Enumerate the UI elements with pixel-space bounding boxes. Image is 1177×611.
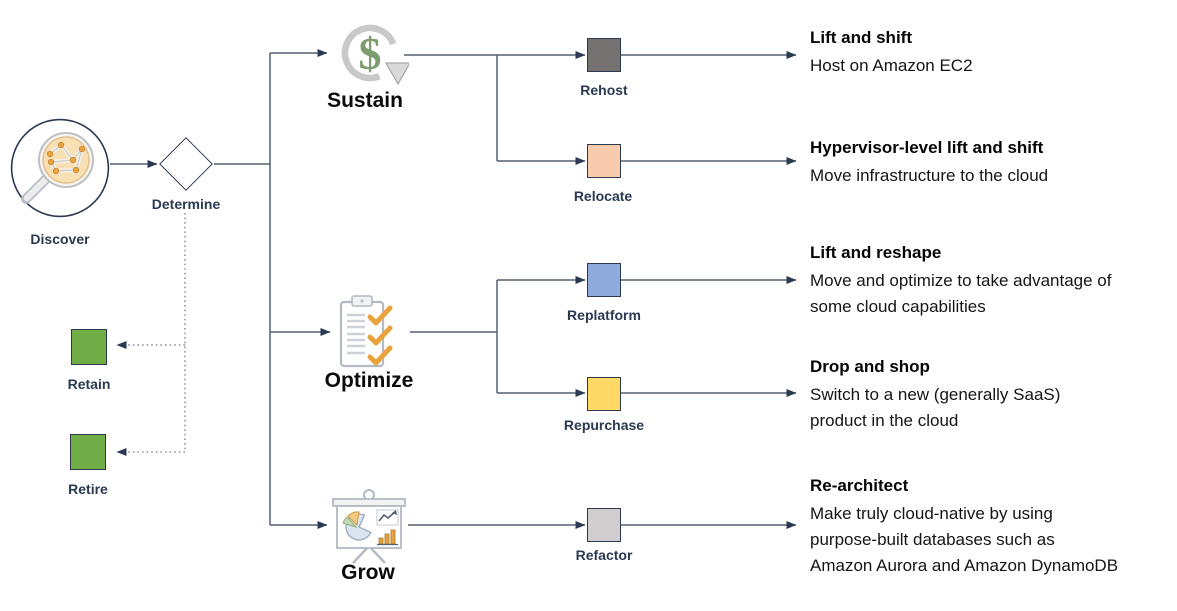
refactor-box [587, 508, 621, 542]
determine-label: Determine [151, 196, 221, 212]
replatform-label: Replatform [567, 307, 641, 323]
relocate-description: Hypervisor-level lift and shift Move inf… [810, 138, 1177, 189]
rehost-box [587, 38, 621, 72]
repurchase-box [587, 377, 621, 411]
refactor-label: Refactor [575, 547, 633, 563]
discover-icon [10, 118, 110, 223]
repurchase-label: Repurchase [563, 417, 645, 433]
grow-icon [328, 488, 410, 571]
repurchase-title: Drop and shop [810, 357, 930, 376]
sustain-icon: $ [333, 18, 412, 99]
retain-box [71, 329, 107, 365]
sustain-label: Sustain [327, 89, 403, 112]
replatform-title: Lift and reshape [810, 243, 942, 262]
relocate-label: Relocate [573, 188, 633, 204]
svg-text:$: $ [359, 28, 382, 79]
grow-label: Grow [341, 561, 395, 584]
replatform-description: Lift and reshape Move and optimize to ta… [810, 243, 1177, 320]
relocate-box [587, 144, 621, 178]
rehost-label: Rehost [580, 82, 628, 98]
refactor-title: Re-architect [810, 476, 909, 495]
discover-label: Discover [30, 231, 90, 247]
retain-label: Retain [67, 376, 111, 392]
retire-box [70, 434, 106, 470]
optimize-icon [334, 293, 400, 378]
optimize-label: Optimize [324, 369, 414, 392]
repurchase-description: Drop and shop Switch to a new (generally… [810, 357, 1177, 434]
refactor-description: Re-architect Make truly cloud-native by … [810, 476, 1177, 579]
retire-label: Retire [68, 481, 108, 497]
rehost-title: Lift and shift [810, 28, 912, 47]
relocate-title: Hypervisor-level lift and shift [810, 138, 1044, 157]
rehost-description: Lift and shift Host on Amazon EC2 [810, 28, 1177, 79]
replatform-box [587, 263, 621, 297]
